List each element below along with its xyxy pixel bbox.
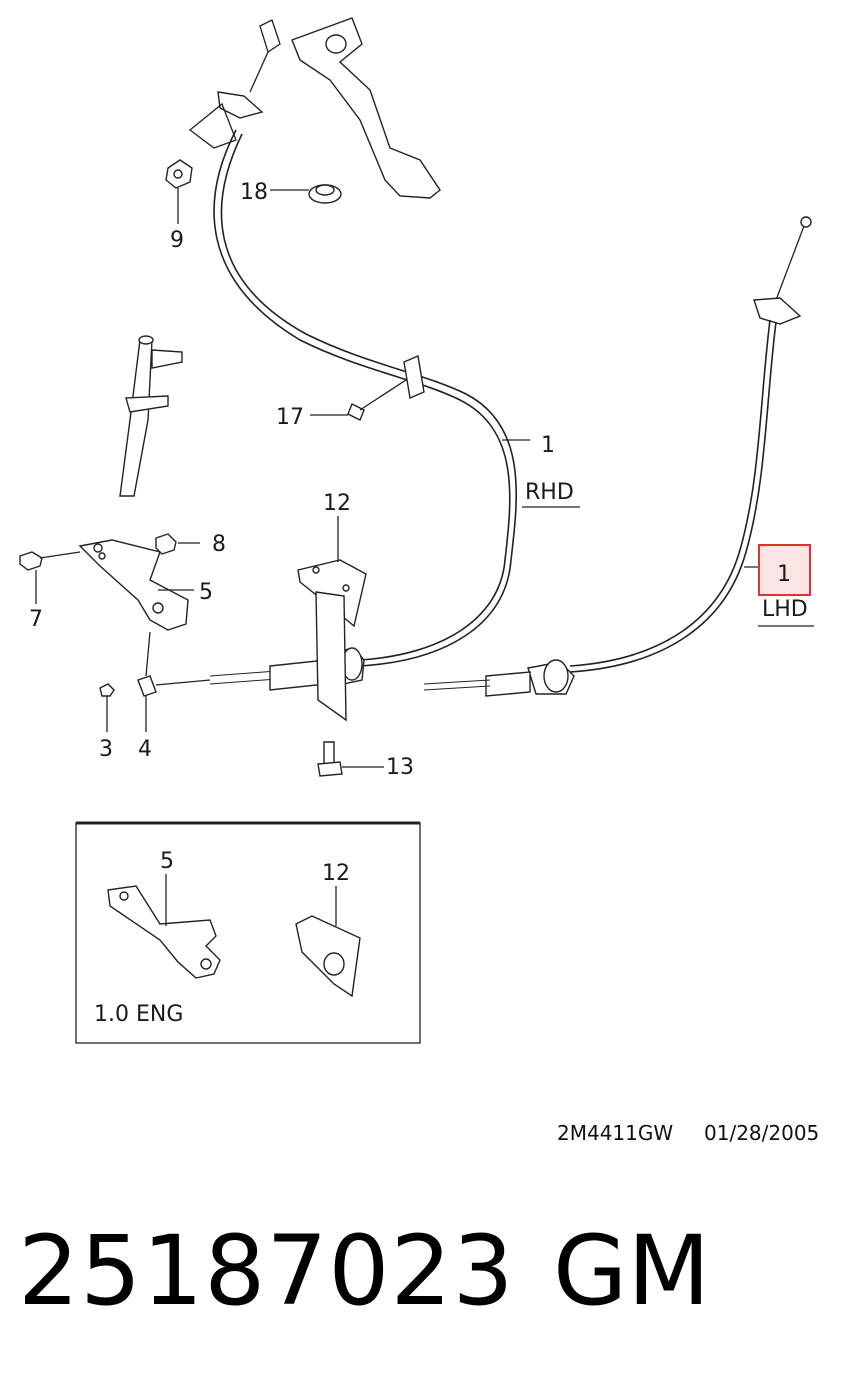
callout-label: 4	[138, 737, 152, 762]
callout-label: 9	[170, 228, 184, 253]
inset-title: 1.0 ENG	[94, 1002, 183, 1027]
cable-end-plate-top	[188, 91, 264, 149]
rhd-cable	[213, 129, 580, 667]
cable-clip-17	[310, 355, 425, 421]
grommet-18-shape	[270, 184, 342, 204]
bolt-13-shape	[317, 741, 384, 777]
callout-label: 17	[276, 405, 304, 430]
rhd-threaded-end	[209, 516, 367, 722]
nut-9-shape	[165, 159, 193, 224]
lever-plate-5	[19, 533, 200, 631]
callout-label: 5	[199, 580, 213, 605]
callout-label: 1	[777, 562, 791, 587]
pedal-bracket	[249, 17, 441, 199]
callout-label: 8	[212, 532, 226, 557]
rhd-label: RHD	[525, 480, 574, 505]
lhd-label: LHD	[762, 597, 808, 622]
callout-label: 7	[29, 607, 43, 632]
callout-label: 3	[99, 737, 113, 762]
document-code: 2M4411GW	[557, 1121, 674, 1145]
document-date: 01/28/2005	[704, 1121, 820, 1145]
callout-label: 1	[541, 433, 555, 458]
exploded-parts-diagram: 1 1 3 4 5 7 8 9 12 13 17 18 RHD LHD 5 12…	[19, 17, 814, 1044]
callout-label: 18	[240, 180, 268, 205]
pins-3-4	[99, 631, 211, 732]
callout-label: 13	[386, 755, 414, 780]
inset-callout-12: 12	[322, 861, 350, 886]
highlight-box-lhd-callout	[758, 544, 811, 596]
inset-1-0-eng: 5 12 1.0 ENG	[75, 821, 421, 1044]
lhd-cable	[423, 216, 814, 697]
callout-label: 12	[323, 491, 351, 516]
shift-lever-shaft	[119, 335, 183, 497]
part-number: 25187023	[18, 1215, 515, 1327]
brand-name: GM	[553, 1215, 711, 1327]
inset-callout-5: 5	[160, 849, 174, 874]
